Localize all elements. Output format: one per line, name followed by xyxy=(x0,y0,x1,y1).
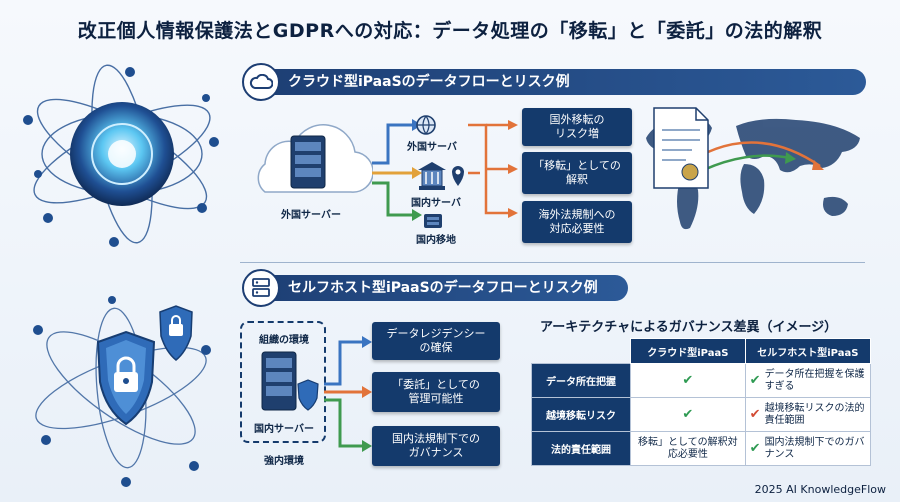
risk-box-regulation: 海外法規制への対応必要性 xyxy=(522,201,632,243)
cloud-cell: 移転」としての解釈対応必要性 xyxy=(630,431,746,466)
check-icon: ✔ xyxy=(749,440,761,456)
self-cell-text: データ所在把握を保護すぎる xyxy=(764,368,865,392)
risk-box-line: 国外移転の xyxy=(549,113,605,126)
atom-network-illustration xyxy=(23,64,219,247)
world-map-illustration xyxy=(646,107,860,230)
risk-box-line: 「移転」としての xyxy=(533,159,621,172)
footer-credit: 2025 AI KnowledgeFlow xyxy=(754,483,886,496)
risk-box-interpretation: 「移転」としての解釈 xyxy=(522,152,632,194)
governance-table: クラウド型iPaaS セルフホスト型iPaaS データ所在把握 ✔ ✔データ所在… xyxy=(531,338,872,466)
org-environment-label: 組織の環境 xyxy=(259,335,309,346)
benefit-box-line: 国内法規制下での xyxy=(392,432,480,445)
internal-environment-label: 強内環境 xyxy=(264,456,304,467)
governance-table-title: アーキテクチャによるガバナンス差異（イメージ） xyxy=(540,320,838,335)
benefit-box-residency: データレジデンシーの確保 xyxy=(372,322,500,360)
self-hosted-banner: セルフホスト型iPaaSのデータフローとリスク例 xyxy=(242,269,628,307)
self-cell-text: 越境移転リスクの法的責任範囲 xyxy=(764,402,865,426)
check-red-icon: ✔ xyxy=(749,406,761,422)
temple-icon xyxy=(418,162,464,190)
self-cell-text: 国内法規制下でのガバナンス xyxy=(764,436,865,460)
risk-box-line: リスク増 xyxy=(555,127,599,140)
benefit-box-delegation: 「委託」としての管理可能性 xyxy=(372,372,500,412)
table-row: データ所在把握 ✔ ✔データ所在把握を保護すぎる xyxy=(531,363,872,398)
self-cell: ✔越境移転リスクの法的責任範囲 xyxy=(744,397,872,432)
server-rack-icon xyxy=(242,269,280,307)
domestic-server-shield-illustration xyxy=(261,351,319,411)
cloud-banner-text: クラウド型iPaaSのデータフローとリスク例 xyxy=(288,74,570,90)
risk-box-line: 対応必要性 xyxy=(549,222,605,235)
foreign-server-label: 外国サーバ xyxy=(407,142,457,153)
cloud-server-illustration xyxy=(257,124,373,193)
domestic-server-label-self: 国内サーバー xyxy=(254,424,314,435)
benefit-box-line: 管理可能性 xyxy=(408,392,464,405)
row-label: 越境移転リスク xyxy=(531,397,631,432)
benefit-box-line: 「委託」としての xyxy=(392,378,480,391)
risk-box-transfer: 国外移転のリスク増 xyxy=(522,108,632,146)
cloud-icon xyxy=(242,63,280,101)
domestic-site-icon xyxy=(424,214,442,228)
benefit-box-governance: 国内法規制下でのガバナンス xyxy=(372,426,500,466)
benefit-box-line: データレジデンシー xyxy=(386,327,486,340)
cloud-cell: ✔ xyxy=(630,363,746,398)
table-corner xyxy=(532,339,631,364)
page-title: 改正個人情報保護法とGDPRへの対応：データ処理の「移転」と「委託」の法的解釈 xyxy=(77,20,823,42)
org-environment-frame xyxy=(240,321,326,443)
cloud-flow-arrows xyxy=(372,119,518,221)
domestic-server-label: 国内サーバ xyxy=(411,198,461,209)
benefit-box-line: の確保 xyxy=(419,341,453,354)
row-label: データ所在把握 xyxy=(531,363,631,398)
self-cell: ✔データ所在把握を保護すぎる xyxy=(744,363,872,398)
self-cell: ✔国内法規制下でのガバナンス xyxy=(744,431,872,466)
table-header-self: セルフホスト型iPaaS xyxy=(744,338,872,364)
source-server-label: 外国サーバー xyxy=(281,210,341,221)
check-icon: ✔ xyxy=(682,407,694,422)
benefit-box-line: ガバナンス xyxy=(408,446,464,459)
table-row: 法的責任範囲 移転」としての解釈対応必要性 ✔国内法規制下でのガバナンス xyxy=(531,431,872,466)
table-header-cloud: クラウド型iPaaS xyxy=(630,338,746,364)
shield-network-illustration xyxy=(33,296,211,487)
domestic-site-label: 国内移地 xyxy=(416,235,456,246)
table-row: 越境移転リスク ✔ ✔越境移転リスクの法的責任範囲 xyxy=(531,397,872,432)
section-divider xyxy=(240,262,865,263)
cloud-cell: ✔ xyxy=(630,397,746,432)
risk-box-line: 解釈 xyxy=(565,173,588,186)
row-label: 法的責任範囲 xyxy=(531,431,631,466)
globe-icon xyxy=(416,115,436,135)
check-icon: ✔ xyxy=(682,373,694,388)
self-hosted-banner-text: セルフホスト型iPaaSのデータフローとリスク例 xyxy=(288,280,598,296)
self-flow-arrows xyxy=(324,336,372,452)
check-icon: ✔ xyxy=(749,372,761,388)
cloud-ipaas-banner: クラウド型iPaaSのデータフローとリスク例 xyxy=(242,63,866,101)
risk-box-line: 海外法規制への xyxy=(538,208,616,221)
